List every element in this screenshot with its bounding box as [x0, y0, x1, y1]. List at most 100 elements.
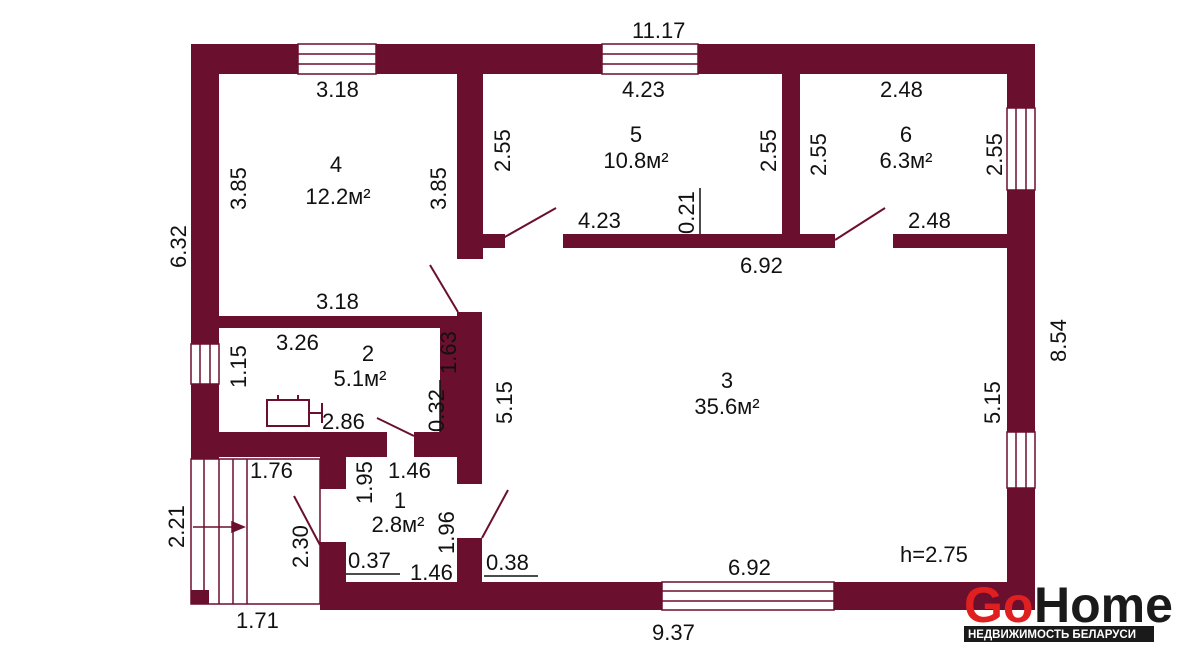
door-room6 — [834, 207, 886, 241]
room-1-dim-right: 1.96 — [434, 511, 459, 554]
room-6-number: 6 — [900, 122, 912, 147]
room-5: 5 10.8м² 4.23 2.55 2.55 4.23 0.21 — [490, 77, 781, 234]
door-room4 — [429, 264, 459, 313]
room-fills — [219, 74, 1007, 432]
room-5-dim-top: 4.23 — [622, 77, 665, 102]
room-5-number: 5 — [630, 122, 642, 147]
wall-bathroom-bottom — [191, 432, 387, 457]
wall-room4-bottom — [219, 316, 482, 328]
wall-room4-right — [457, 74, 483, 259]
dim-overall-bottom: 9.37 — [652, 620, 695, 645]
room-3-area: 35.6м² — [694, 394, 759, 419]
window-room6 — [1006, 107, 1036, 191]
wall-vestibule-right-upper — [457, 312, 482, 484]
room-5-dim-right: 2.55 — [756, 129, 781, 172]
room-6-dim-left: 2.55 — [806, 133, 831, 176]
room-5-fill — [483, 74, 782, 234]
room-2-number: 2 — [362, 341, 374, 366]
room-1-dim-bottom: 1.46 — [410, 560, 453, 585]
dim-overall-top: 11.17 — [632, 18, 685, 43]
wall-bathroom-partition — [440, 328, 457, 432]
brand-go: Go — [964, 577, 1033, 633]
room-3-dim-top: 6.92 — [740, 253, 783, 278]
door-room5 — [502, 207, 557, 239]
room-5-dim-bottom: 4.23 — [578, 208, 621, 233]
fixtures — [227, 188, 701, 432]
ceiling-height: h=2.75 — [900, 542, 968, 567]
room-4-dim-left: 3.85 — [226, 167, 251, 210]
wall-vestibule-left — [320, 542, 346, 610]
room-4-dim-bottom: 3.18 — [316, 289, 359, 314]
room-4-number: 4 — [330, 152, 342, 177]
room-2-dim-tick: 0.32 — [424, 389, 449, 432]
room-6: 6 6.3м² 2.48 2.55 2.55 2.48 — [806, 77, 1007, 233]
boiler-icon — [266, 395, 323, 427]
dim-porch-height: 2.21 — [164, 505, 189, 548]
brand-tagline: НЕДВИЖИМОСТЬ БЕЛАРУСИ — [968, 629, 1136, 641]
stair-arrow-head — [231, 520, 246, 534]
windows — [190, 43, 1036, 611]
room-1-dim-door: 2.30 — [288, 525, 313, 568]
room-1-dim-bottom-left: 0.37 — [348, 548, 391, 573]
wall-room5-room6 — [782, 74, 800, 248]
wall-vestibule-stub — [320, 432, 346, 489]
dim-overall-right: 8.54 — [1046, 319, 1071, 362]
brand-logo: Go Home НЕДВИЖИМОСТЬ БЕЛАРУСИ — [964, 577, 1173, 642]
room-6-dim-right: 2.55 — [982, 133, 1007, 176]
window-room3-bottom — [661, 581, 835, 611]
room-3-dim-bottom: 6.92 — [728, 555, 771, 580]
door-room2 — [376, 417, 415, 437]
room-5-area: 10.8м² — [603, 148, 668, 173]
room-1-number: 1 — [394, 488, 406, 513]
room-1-dim-bottom-right: 0.38 — [486, 550, 529, 575]
wall-vestibule-right-lower — [457, 538, 482, 610]
room-2-dim-top: 3.26 — [276, 330, 319, 355]
window-room2 — [190, 343, 220, 385]
door-entrance — [293, 495, 321, 546]
window-room5 — [601, 43, 699, 75]
brand-tagline-bar — [964, 626, 1154, 642]
room-2: 2 5.1м² 3.26 1.15 1.63 0.32 2.86 — [226, 330, 461, 434]
room-1-dim-top: 1.46 — [388, 458, 431, 483]
wall-room5-bottom — [563, 234, 835, 248]
room-2-fill — [219, 328, 440, 432]
room-4-dim-right: 3.85 — [426, 167, 451, 210]
room-1: 1 2.8м² 1.76 2.30 1.95 1.46 1.96 0.37 1.… — [250, 458, 538, 585]
room-6-area: 6.3м² — [879, 148, 932, 173]
room-6-dim-top: 2.48 — [880, 77, 923, 102]
room-6-dim-bottom: 2.48 — [908, 208, 951, 233]
dim-overall-left: 6.32 — [166, 225, 191, 268]
room-2-dim-left: 1.15 — [226, 345, 251, 388]
room-4-area: 12.2м² — [305, 184, 370, 209]
room-2-dim-right: 1.63 — [436, 331, 461, 374]
dim-bottom-left: 1.71 — [236, 608, 279, 633]
wall-porch-corner — [191, 590, 209, 604]
overall-dimensions: 11.17 6.32 8.54 9.37 1.71 2.21 h=2.75 — [164, 18, 1071, 645]
doors — [293, 207, 886, 546]
room-3-number: 3 — [721, 368, 733, 393]
door-room3 — [481, 489, 509, 539]
room-2-area: 5.1м² — [333, 366, 386, 391]
room-5-dim-left: 2.55 — [490, 129, 515, 172]
room-5-dim-tick: 0.21 — [674, 191, 699, 234]
room-4: 4 12.2м² 3.18 3.85 3.85 3.18 — [226, 77, 451, 314]
room-4-fill — [219, 74, 457, 316]
brand-home: Home — [1034, 577, 1173, 633]
room-2-dim-bottom: 2.86 — [322, 409, 365, 434]
window-room4 — [297, 43, 377, 75]
porch-outline — [190, 458, 321, 605]
toilet-icon — [227, 407, 237, 424]
wall-left-upper — [191, 44, 219, 459]
room-4-dim-top: 3.18 — [316, 77, 359, 102]
room-6-fill — [800, 74, 1007, 234]
room-1-area: 2.8м² — [371, 512, 424, 537]
room-1-dim-left: 1.95 — [352, 461, 377, 504]
window-room3-right — [1006, 431, 1036, 489]
room-3-dim-right: 5.15 — [980, 381, 1005, 424]
room-3-dim-left: 5.15 — [492, 381, 517, 424]
wall-room5-corner — [457, 234, 505, 248]
porch — [190, 458, 321, 605]
room-3: 3 35.6м² 6.92 5.15 5.15 6.92 — [492, 253, 1005, 580]
wall-room6-bottom — [893, 234, 1007, 248]
